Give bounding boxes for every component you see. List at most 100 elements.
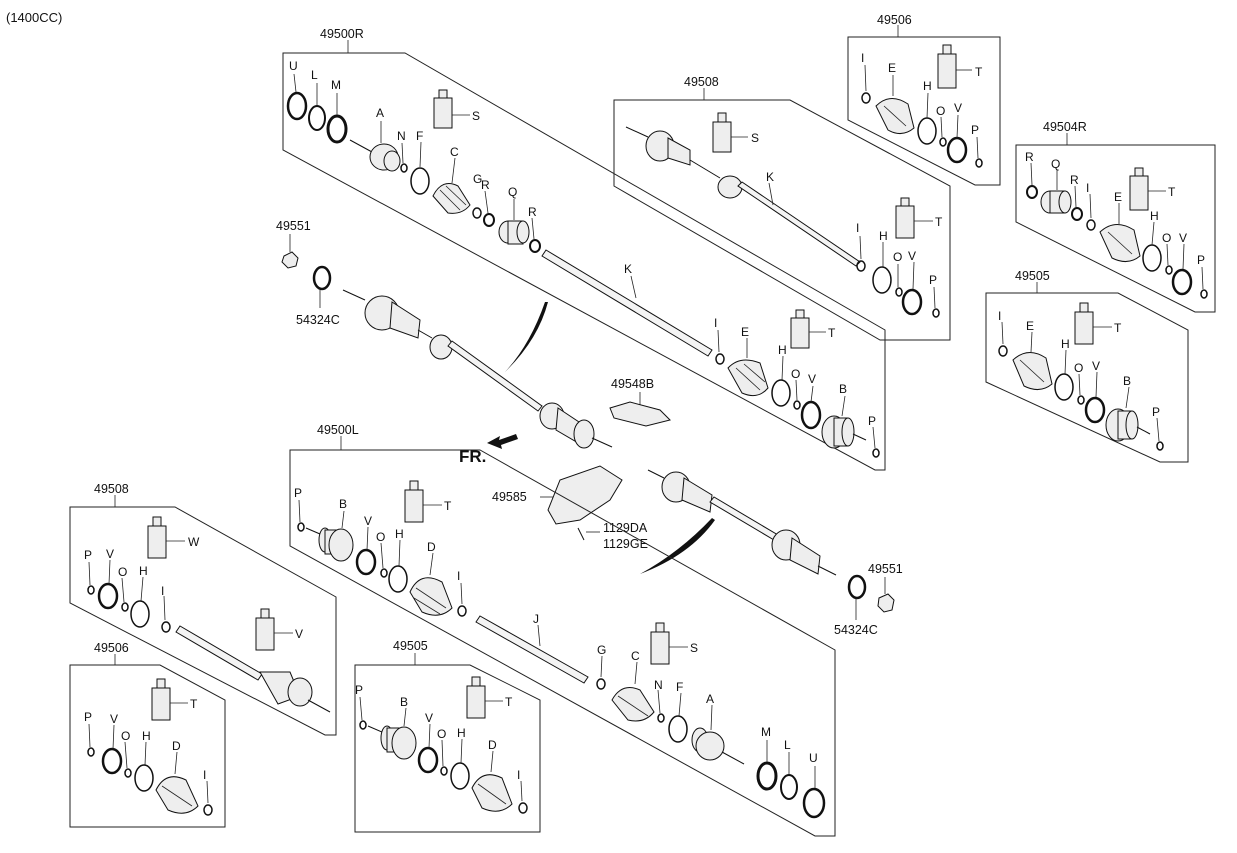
front-direction-indicator: FR. bbox=[459, 434, 518, 466]
heat-shield-icon bbox=[547, 465, 623, 525]
ring-L-icon bbox=[308, 105, 326, 131]
label-K: K bbox=[624, 262, 632, 276]
band-H5-icon bbox=[1054, 373, 1074, 401]
label-P8: P bbox=[84, 710, 92, 724]
label-S2: S bbox=[751, 131, 759, 145]
outer-joint-A-icon bbox=[349, 139, 401, 172]
label-T2: T bbox=[935, 215, 943, 229]
label-A: A bbox=[376, 106, 384, 120]
label-H7: H bbox=[139, 564, 148, 578]
wedge-pointer-icon bbox=[505, 302, 548, 372]
clamp-I4-icon bbox=[1086, 219, 1096, 231]
label-I8: I bbox=[203, 768, 206, 782]
inner-joint-B5-icon bbox=[1105, 408, 1151, 442]
label-M: M bbox=[331, 78, 341, 92]
label-T: T bbox=[828, 326, 836, 340]
boot-D3-icon bbox=[471, 774, 513, 812]
label-O9: O bbox=[437, 727, 446, 741]
label-A2: A bbox=[706, 692, 714, 706]
damper-Q2-icon bbox=[1040, 190, 1072, 214]
clamp-I7-icon bbox=[161, 621, 171, 633]
panel-49508-top: 49508 S K I T H O bbox=[613, 75, 951, 341]
label-P6: P bbox=[294, 486, 302, 500]
clip-P5-icon bbox=[1156, 441, 1164, 451]
shaft-J-icon bbox=[475, 615, 589, 684]
panel-49505-bottom: 49505 P B V O T H D bbox=[354, 639, 541, 833]
part-code-54324C-top: 54324C bbox=[296, 313, 340, 327]
label-O5: O bbox=[1074, 361, 1083, 375]
part-code-1129DA: 1129DA bbox=[603, 521, 648, 535]
standalone-washer-top: 54324C bbox=[296, 265, 340, 327]
ring-V4-icon bbox=[1171, 268, 1193, 296]
label-H2: H bbox=[879, 229, 888, 243]
ring-M-icon bbox=[326, 114, 348, 144]
panel-49508-left: 49508 W P V O H I V bbox=[69, 482, 337, 736]
boot-E4-icon bbox=[1099, 224, 1141, 262]
clip-P4-icon bbox=[1200, 289, 1208, 299]
label-O6: O bbox=[376, 530, 385, 544]
clip-O9-icon bbox=[440, 766, 448, 776]
label-V6: V bbox=[364, 514, 372, 528]
ring-R-icon bbox=[483, 213, 495, 227]
assembly-code-49505-right: 49505 bbox=[1015, 269, 1050, 283]
clip-O5-icon bbox=[1077, 395, 1085, 405]
clip-P-icon bbox=[872, 448, 880, 458]
label-O7: O bbox=[118, 565, 127, 579]
clip-O-icon bbox=[793, 400, 801, 410]
label-V: V bbox=[808, 372, 816, 386]
label-P2: P bbox=[929, 273, 937, 287]
label-G2: G bbox=[597, 643, 606, 657]
label-V8: V bbox=[110, 712, 118, 726]
grease-tube-W-icon bbox=[147, 516, 167, 559]
label-D: D bbox=[427, 540, 436, 554]
clip-O8-icon bbox=[124, 768, 132, 778]
grease-tube-S2-icon bbox=[712, 112, 732, 153]
ring-R3-icon bbox=[1026, 185, 1038, 199]
heat-shield-49585: 49585 1129DA 1129GE bbox=[492, 465, 648, 551]
label-H4: H bbox=[1150, 209, 1159, 223]
label-N: N bbox=[397, 129, 406, 143]
label-P3: P bbox=[971, 123, 979, 137]
clamp-I8-icon bbox=[203, 804, 213, 816]
hex-nut-2-icon bbox=[877, 593, 895, 613]
arrow-left-icon bbox=[487, 434, 518, 449]
clip-N2-icon bbox=[657, 713, 665, 723]
hex-nut-icon bbox=[281, 251, 299, 269]
ring-U-icon bbox=[286, 91, 308, 121]
inner-joint-B-icon bbox=[821, 415, 867, 449]
clip-P2-icon bbox=[932, 308, 940, 318]
ring-V9-icon bbox=[417, 746, 439, 774]
label-I6: I bbox=[457, 569, 460, 583]
label-P: P bbox=[868, 414, 876, 428]
label-T6: T bbox=[444, 499, 452, 513]
inner-joint-B6-icon bbox=[305, 527, 354, 562]
panel-49504R: 49504R R Q R I E T H O bbox=[1015, 120, 1216, 313]
label-I7: I bbox=[161, 584, 164, 598]
clamp-I3-icon bbox=[861, 92, 871, 104]
label-E3: E bbox=[888, 61, 896, 75]
label-I: I bbox=[714, 316, 717, 330]
assembly-code-49500L: 49500L bbox=[317, 423, 359, 437]
ring-U2-icon bbox=[802, 787, 826, 819]
label-E5: E bbox=[1026, 319, 1034, 333]
label-R4: R bbox=[1070, 173, 1079, 187]
ring-R2-icon bbox=[529, 239, 541, 253]
label-P5: P bbox=[1152, 405, 1160, 419]
clip-O6-icon bbox=[380, 568, 388, 578]
grease-tube-V-icon bbox=[255, 608, 275, 651]
ring-V7-icon bbox=[97, 582, 119, 610]
part-code-49551-top: 49551 bbox=[276, 219, 311, 233]
assembly-code-49508-top: 49508 bbox=[684, 75, 719, 89]
boot-D-icon bbox=[409, 577, 453, 616]
assembly-code-49500R: 49500R bbox=[320, 27, 364, 41]
panel-49506-bottom: 49506 T P V O H D I bbox=[69, 641, 226, 828]
label-Q2: Q bbox=[1051, 157, 1060, 171]
panel-49505-right: 49505 I E T H O V B bbox=[985, 269, 1189, 463]
band-H6-icon bbox=[388, 565, 408, 593]
clip-P7-icon bbox=[87, 585, 95, 595]
part-code-49551-bottom: 49551 bbox=[868, 562, 903, 576]
label-H8: H bbox=[142, 729, 151, 743]
label-B6: B bbox=[339, 497, 347, 511]
ring-V2-icon bbox=[901, 288, 923, 316]
